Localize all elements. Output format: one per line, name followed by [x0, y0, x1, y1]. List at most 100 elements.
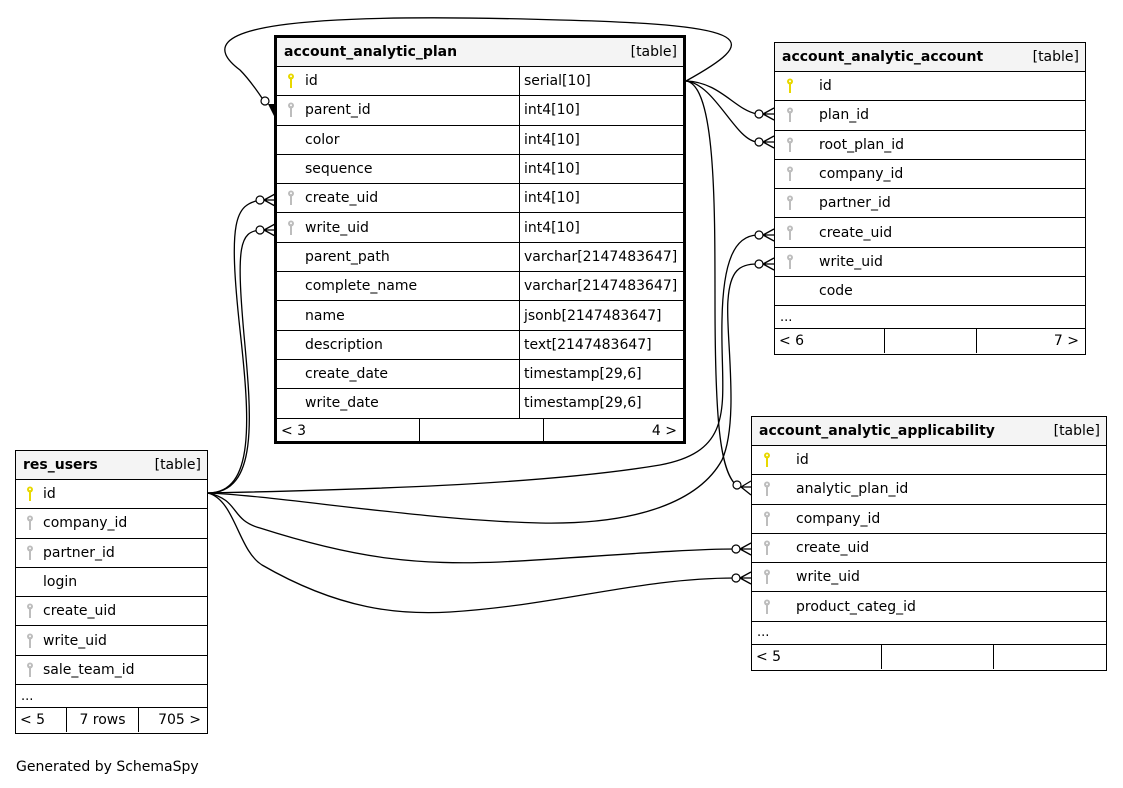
- column-row[interactable]: create_uid: [16, 597, 207, 627]
- table-header[interactable]: account_analytic_applicability [table]: [752, 417, 1106, 446]
- column-row[interactable]: sale_team_id: [16, 656, 207, 686]
- table-name[interactable]: account_analytic_account: [782, 49, 984, 65]
- column-name: id: [43, 486, 56, 503]
- column-name: write_uid: [43, 632, 107, 649]
- key-cell: [277, 220, 305, 236]
- children-link[interactable]: 7 >: [1053, 333, 1079, 350]
- column-row[interactable]: login: [16, 568, 207, 598]
- crows-foot-icon: [762, 107, 775, 121]
- column-name: company_id: [819, 166, 904, 183]
- key-cell: [16, 662, 43, 678]
- row-count: [882, 644, 994, 669]
- column-row[interactable]: company_id: [775, 160, 1085, 190]
- parents-link[interactable]: < 5: [752, 644, 882, 669]
- parents-link[interactable]: < 3: [277, 418, 420, 443]
- foreign-key-icon: [26, 633, 33, 648]
- column-row[interactable]: code: [775, 277, 1085, 307]
- foreign-key-icon: [787, 107, 793, 123]
- column-row[interactable]: write_uid: [16, 626, 207, 656]
- column-row[interactable]: company_id: [752, 505, 1106, 534]
- column-row[interactable]: root_plan_id: [775, 131, 1085, 160]
- table-name[interactable]: res_users: [23, 457, 98, 473]
- table-header[interactable]: account_analytic_account [table]: [775, 43, 1085, 72]
- column-name: sequence: [305, 161, 373, 178]
- crows-foot-icon: [739, 542, 752, 556]
- column-row[interactable]: write_uid: [775, 248, 1085, 278]
- parents-link[interactable]: < 5: [16, 708, 67, 733]
- column-type: timestamp[29,6]: [519, 359, 683, 389]
- row-count: [885, 329, 977, 354]
- table-account-analytic-account[interactable]: account_analytic_account [table] id plan_…: [774, 42, 1086, 355]
- column-row[interactable]: write_uid: [752, 563, 1106, 593]
- key-cell: [775, 225, 805, 241]
- foreign-key-icon: [26, 515, 33, 531]
- children-link[interactable]: 4 >: [651, 422, 677, 439]
- edge-end-circle: [731, 544, 741, 554]
- column-name: create_uid: [819, 224, 893, 241]
- table-footer: < 6 7 >: [775, 329, 1085, 354]
- key-cell: [752, 481, 782, 497]
- more-columns: ...: [752, 622, 1106, 645]
- key-cell: [775, 195, 805, 211]
- table-account-analytic-applicability[interactable]: account_analytic_applicability [table] i…: [751, 416, 1107, 671]
- table-name[interactable]: account_analytic_plan: [284, 44, 458, 60]
- column-name: id: [819, 78, 832, 95]
- column-row[interactable]: analytic_plan_id: [752, 475, 1106, 505]
- column-row[interactable]: create_uid: [775, 218, 1085, 248]
- column-name: complete_name: [305, 278, 418, 295]
- children-link[interactable]: 705 >: [158, 712, 201, 729]
- table-name[interactable]: account_analytic_applicability: [759, 423, 995, 439]
- column-row[interactable]: sequence int4[10]: [277, 154, 683, 185]
- key-cell: [775, 137, 805, 153]
- foreign-key-icon: [787, 254, 793, 269]
- key-cell: [277, 102, 305, 118]
- children-link[interactable]: [994, 645, 1106, 669]
- column-row[interactable]: plan_id: [775, 101, 1085, 131]
- column-name: login: [43, 574, 78, 591]
- column-row[interactable]: company_id: [16, 509, 207, 539]
- column-name: plan_id: [819, 107, 870, 124]
- column-name: sale_team_id: [43, 661, 135, 678]
- column-type: int4[10]: [519, 154, 683, 184]
- primary-key-icon: [764, 452, 770, 468]
- key-cell: [16, 545, 43, 561]
- key-cell: [752, 599, 782, 615]
- table-header[interactable]: res_users [table]: [16, 451, 207, 480]
- foreign-key-icon: [764, 511, 770, 526]
- column-row[interactable]: id: [752, 446, 1106, 476]
- crows-foot-icon: [762, 257, 775, 271]
- column-row[interactable]: product_categ_id: [752, 592, 1106, 622]
- column-row[interactable]: partner_id: [775, 189, 1085, 219]
- edge-users-applicability-write: [207, 492, 736, 614]
- table-footer: < 3 4 >: [277, 418, 683, 443]
- edge-end-circle: [754, 137, 764, 147]
- generated-by-credit: Generated by SchemaSpy: [16, 759, 199, 775]
- column-name: color: [305, 131, 340, 148]
- edge-plan-parent: [224, 17, 732, 102]
- key-cell: [16, 603, 43, 619]
- table-header[interactable]: account_analytic_plan [table]: [277, 38, 683, 67]
- crows-foot-icon: [740, 480, 752, 496]
- crows-foot-icon: [762, 135, 775, 149]
- column-row[interactable]: id: [16, 480, 207, 510]
- key-cell: [16, 486, 43, 502]
- parents-link[interactable]: < 6: [775, 329, 885, 354]
- column-name: create_uid: [305, 190, 379, 207]
- row-count: [420, 418, 544, 443]
- column-row[interactable]: create_uid: [752, 534, 1106, 564]
- column-row[interactable]: partner_id: [16, 539, 207, 568]
- column-row[interactable]: id: [775, 72, 1085, 102]
